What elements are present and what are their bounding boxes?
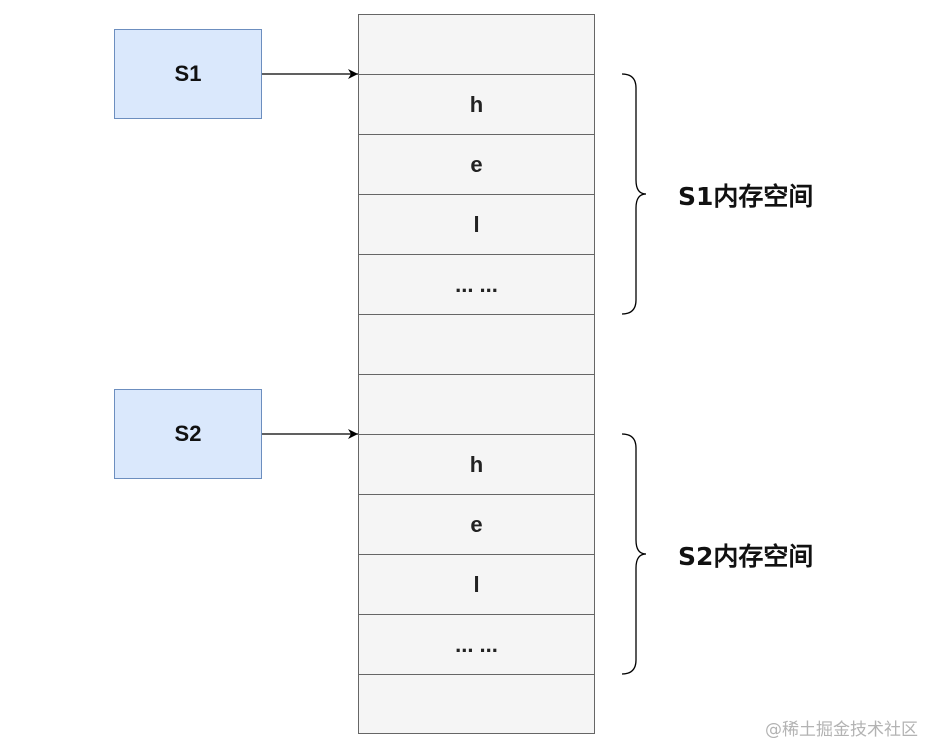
memory-cell: ... ... [359,614,594,674]
memory-cell: ... ... [359,254,594,314]
region-s1-label: S1内存空间 [678,182,814,211]
memory-cell: h [359,74,594,134]
memory-cell [359,674,594,734]
pointer-s2-label: S2 [174,421,202,446]
region-s2-label: S2内存空间 [678,542,814,571]
memory-cell [359,374,594,434]
memory-cell: l [359,554,594,614]
pointer-s2-box: S2 [114,389,262,479]
pointer-s1-box: S1 [114,29,262,119]
memory-cell [359,314,594,374]
memory-cell [359,15,594,74]
pointer-s1-label: S1 [174,61,202,86]
memory-cell: e [359,494,594,554]
memory-column: h e l ... ... h e l ... ... [358,14,595,734]
watermark: @稀土掘金技术社区 [765,720,918,740]
brace-s1 [621,73,647,315]
memory-cell: h [359,434,594,494]
memory-cell: e [359,134,594,194]
brace-s2 [621,433,647,675]
memory-cell: l [359,194,594,254]
